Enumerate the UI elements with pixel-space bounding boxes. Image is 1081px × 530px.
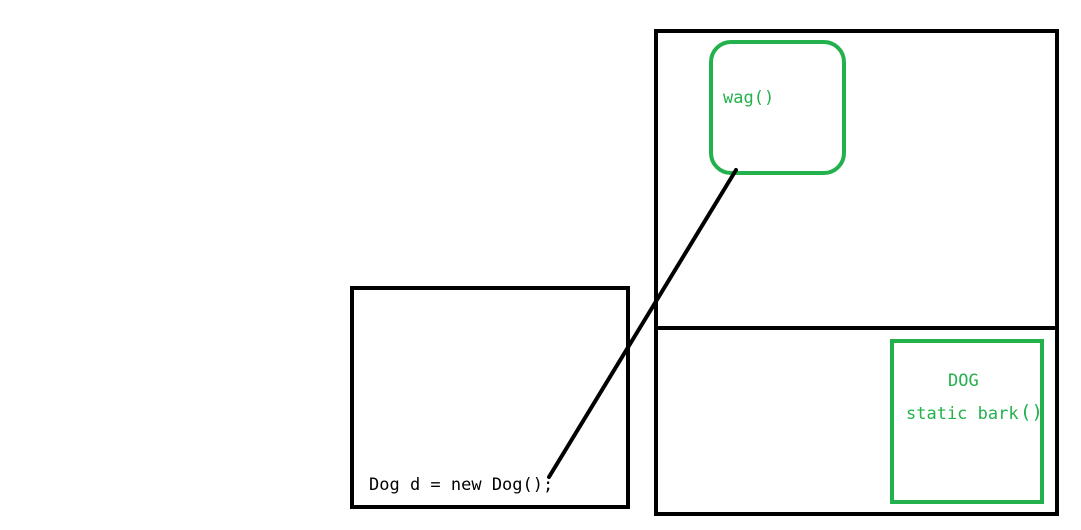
class-box — [890, 339, 1044, 504]
reference-arrow — [547, 168, 738, 479]
memory-box — [654, 29, 1059, 516]
static-method-parens: () — [1020, 401, 1043, 423]
class-name-text: DOG — [948, 371, 979, 391]
heap-object-box — [709, 40, 846, 175]
static-method-text: static bark — [906, 404, 1019, 424]
stack-frame-box — [350, 286, 630, 509]
heap-method-text: wag() — [723, 88, 774, 108]
stack-code-text: Dog d = new Dog(); — [369, 475, 553, 495]
